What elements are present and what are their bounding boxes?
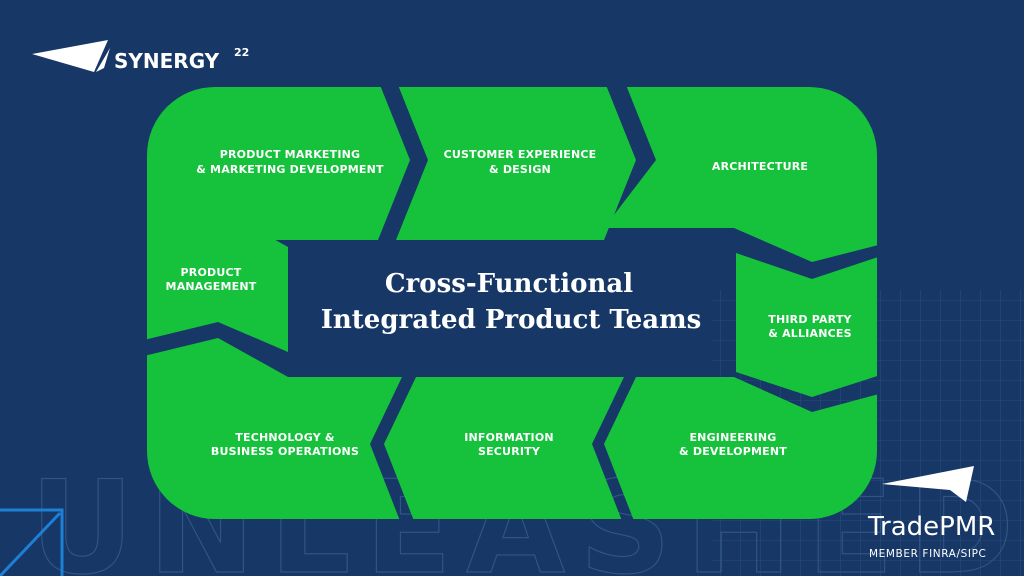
tradepmr-swoosh-icon — [882, 466, 974, 502]
synergy-logo: SYNERGY 22 — [32, 40, 249, 73]
label-technology-2: BUSINESS OPERATIONS — [211, 445, 359, 458]
label-architecture: ARCHITECTURE — [712, 160, 808, 173]
label-product-marketing-2: & MARKETING DEVELOPMENT — [196, 163, 384, 176]
label-customer-experience-2: & DESIGN — [489, 163, 551, 176]
label-customer-experience-1: CUSTOMER EXPERIENCE — [444, 148, 597, 161]
segment-technology — [147, 338, 402, 519]
segment-product-management — [147, 208, 288, 352]
label-third-party-1: THIRD PARTY — [768, 313, 852, 326]
label-information-security-2: SECURITY — [478, 445, 541, 458]
segment-engineering — [604, 377, 877, 519]
synergy-logo-text: SYNERGY — [114, 49, 220, 73]
synergy-logo-year: 22 — [234, 46, 249, 59]
label-engineering-2: & DEVELOPMENT — [679, 445, 787, 458]
label-engineering-1: ENGINEERING — [689, 431, 776, 444]
member-finra-text: MEMBER FINRA/SIPC — [869, 548, 986, 560]
arrow-decoration — [0, 508, 64, 576]
segment-information-security — [384, 377, 624, 519]
tradepmr-logo-text: TradePMR — [867, 512, 995, 542]
label-third-party-2: & ALLIANCES — [768, 327, 851, 340]
tradepmr-logo: TradePMR MEMBER FINRA/SIPC — [867, 466, 995, 560]
segment-third-party — [736, 253, 877, 397]
segment-customer-experience — [396, 87, 636, 240]
label-product-management-2: MANAGEMENT — [166, 280, 257, 293]
synergy-swoosh-icon — [32, 40, 110, 72]
label-product-marketing-1: PRODUCT MARKETING — [220, 148, 361, 161]
label-technology-1: TECHNOLOGY & — [235, 431, 335, 444]
segment-architecture — [604, 87, 877, 262]
label-product-management-1: PRODUCT — [181, 266, 242, 279]
process-diagram: Cross-Functional Integrated Product Team… — [147, 87, 877, 519]
diagram-title-line1: Cross-Functional — [385, 269, 633, 299]
diagram-title-line2: Integrated Product Teams — [321, 305, 702, 335]
label-information-security-1: INFORMATION — [464, 431, 554, 444]
segment-product-marketing — [147, 87, 410, 240]
